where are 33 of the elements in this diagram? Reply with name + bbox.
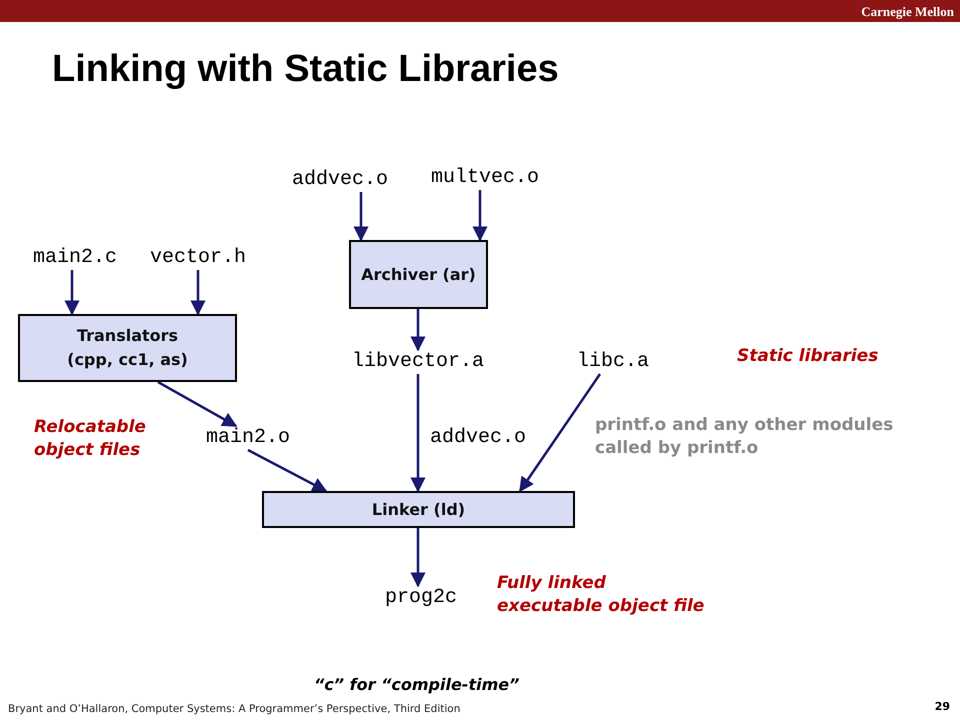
file-name: main2.o bbox=[206, 426, 290, 450]
box-label: Translators (cpp, cc1, as) bbox=[66, 325, 189, 371]
file-name: vector.h bbox=[150, 246, 246, 270]
box-label: Archiver (ar) bbox=[361, 264, 476, 286]
file-name: main2.c bbox=[30, 246, 120, 270]
arrow bbox=[247, 448, 328, 492]
arrow bbox=[64, 270, 80, 316]
footer-citation: Bryant and O’Hallaron, Computer Systems: A Programmer’s Perspective, Third Edition bbox=[8, 702, 462, 716]
file-name: multvec.o bbox=[431, 166, 539, 190]
file-name: libc.a bbox=[577, 350, 649, 374]
process-box bbox=[349, 240, 488, 309]
file-name: addvec.o bbox=[292, 168, 388, 192]
file-name: libvector.a bbox=[352, 350, 484, 374]
arrow bbox=[157, 380, 238, 428]
page-number: 29 bbox=[934, 700, 950, 715]
arrow bbox=[410, 374, 426, 492]
arrow bbox=[354, 192, 368, 242]
header-text: Carnegie Mellon bbox=[860, 3, 954, 21]
process-box bbox=[18, 314, 237, 382]
annotation: Static libraries bbox=[737, 345, 880, 368]
annotation: printf.o and any other modules called by printf.o bbox=[595, 414, 894, 460]
annotation: “c” for “compile-time” bbox=[314, 674, 520, 696]
arrow bbox=[518, 373, 602, 492]
arrow bbox=[410, 309, 426, 352]
annotation: Fully linked executable object file bbox=[497, 572, 706, 618]
arrow bbox=[472, 190, 488, 242]
process-box bbox=[262, 491, 575, 528]
file-name: prog2c bbox=[385, 586, 457, 610]
arrow bbox=[190, 270, 206, 316]
box-label: Linker (ld) bbox=[372, 498, 466, 520]
slide-title: Linking with Static Libraries bbox=[52, 48, 559, 91]
annotation: Relocatable object files bbox=[34, 416, 147, 462]
arrow bbox=[410, 528, 426, 588]
